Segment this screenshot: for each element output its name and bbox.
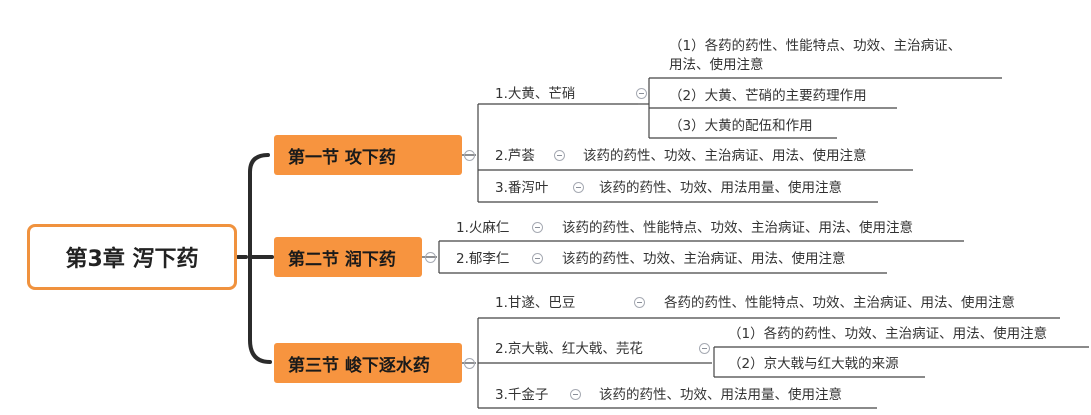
collapse-icon[interactable] xyxy=(464,358,475,369)
collapse-icon[interactable] xyxy=(532,222,543,233)
topic-1-2[interactable]: 2.芦荟 xyxy=(495,148,535,164)
collapse-icon[interactable] xyxy=(636,88,647,99)
collapse-icon[interactable] xyxy=(634,297,645,308)
note-1-2: 该药的药性、功效、主治病证、用法、使用注意 xyxy=(583,148,867,164)
topic-1-3[interactable]: 3.番泻叶 xyxy=(495,180,549,196)
note-3-1: 各药的药性、性能特点、功效、主治病证、用法、使用注意 xyxy=(664,295,1015,311)
collapse-icon[interactable] xyxy=(532,253,543,264)
note-1-1-a: （1）各药的药性、性能特点、功效、主治病证、 xyxy=(669,38,962,54)
collapse-icon[interactable] xyxy=(699,343,710,354)
note-1-1-b: （2）大黄、芒硝的主要药理作用 xyxy=(669,88,867,104)
collapse-icon[interactable] xyxy=(570,389,581,400)
topic-1-1[interactable]: 1.大黄、芒硝 xyxy=(495,86,576,102)
collapse-icon[interactable] xyxy=(554,150,565,161)
topic-2-2[interactable]: 2.郁李仁 xyxy=(456,251,510,267)
collapse-icon[interactable] xyxy=(425,252,436,263)
note-2-1: 该药的药性、性能特点、功效、主治病证、用法、使用注意 xyxy=(562,220,913,236)
note-3-2-b: （2）京大戟与红大戟的来源 xyxy=(728,356,899,372)
section-node-1[interactable]: 第一节 攻下药 xyxy=(274,135,462,175)
section-node-2[interactable]: 第二节 润下药 xyxy=(274,237,422,277)
collapse-icon[interactable] xyxy=(464,150,475,161)
topic-3-1[interactable]: 1.甘遂、巴豆 xyxy=(495,295,576,311)
note-1-3: 该药的药性、功效、用法用量、使用注意 xyxy=(599,180,842,196)
topic-3-2[interactable]: 2.京大戟、红大戟、芫花 xyxy=(495,341,643,357)
topic-3-3[interactable]: 3.千金子 xyxy=(495,387,549,403)
collapse-icon[interactable] xyxy=(573,182,584,193)
note-3-2-a: （1）各药的药性、功效、主治病证、用法、使用注意 xyxy=(728,326,1048,342)
topic-2-1[interactable]: 1.火麻仁 xyxy=(456,220,510,236)
section-node-3[interactable]: 第三节 峻下逐水药 xyxy=(274,343,462,383)
note-2-2: 该药的药性、功效、主治病证、用法、使用注意 xyxy=(562,251,846,267)
root-topic[interactable]: 第3章 泻下药 xyxy=(27,224,237,290)
note-1-1-a-cont: 用法、使用注意 xyxy=(669,57,764,73)
note-3-3: 该药的药性、功效、用法用量、使用注意 xyxy=(599,387,842,403)
note-1-1-c: （3）大黄的配伍和作用 xyxy=(669,118,813,134)
